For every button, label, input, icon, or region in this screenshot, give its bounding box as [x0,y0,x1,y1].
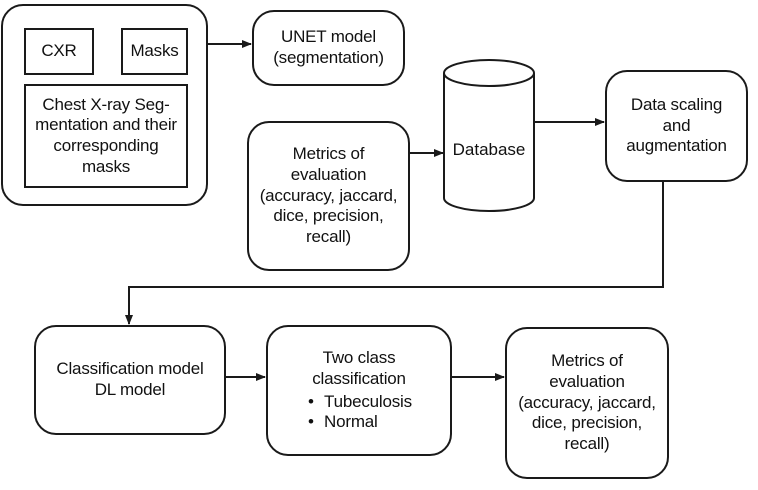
metrics-top-label: Metrics of evaluation (accuracy, jaccard… [259,144,398,247]
two-class-title: Two class classification [312,348,406,388]
masks-box: Masks [121,28,188,75]
arrow-scaling-to-classification [125,182,664,325]
data-scaling-box: Data scaling and augmentation [605,70,748,182]
database-cylinder [443,59,535,212]
class-item-normal: Normal [306,412,412,433]
class-item-tuberculosis: Tubeculosis [306,392,412,413]
database-label: Database [452,140,526,159]
classification-model-box: Classification model DL model [34,325,226,435]
metrics-bottom-label: Metrics of evaluation (accuracy, jaccard… [518,351,656,454]
cxr-box: CXR [24,28,94,75]
unet-model-label: UNET model (segmentation) [273,27,384,67]
description-box: Chest X-ray Seg-mentation and their corr… [24,84,188,188]
description-label: Chest X-ray Seg-mentation and their corr… [35,94,177,176]
classification-model-label: Classification model DL model [56,359,204,399]
cxr-label: CXR [41,41,77,61]
masks-label: Masks [130,41,179,61]
two-class-box: Two class classification Tubeculosis Nor… [266,325,452,456]
metrics-bottom-box: Metrics of evaluation (accuracy, jaccard… [505,327,669,479]
metrics-top-box: Metrics of evaluation (accuracy, jaccard… [247,121,410,271]
unet-model-box: UNET model (segmentation) [252,10,405,86]
two-class-list: Tubeculosis Normal [306,392,412,433]
data-scaling-label: Data scaling and augmentation [626,94,727,156]
